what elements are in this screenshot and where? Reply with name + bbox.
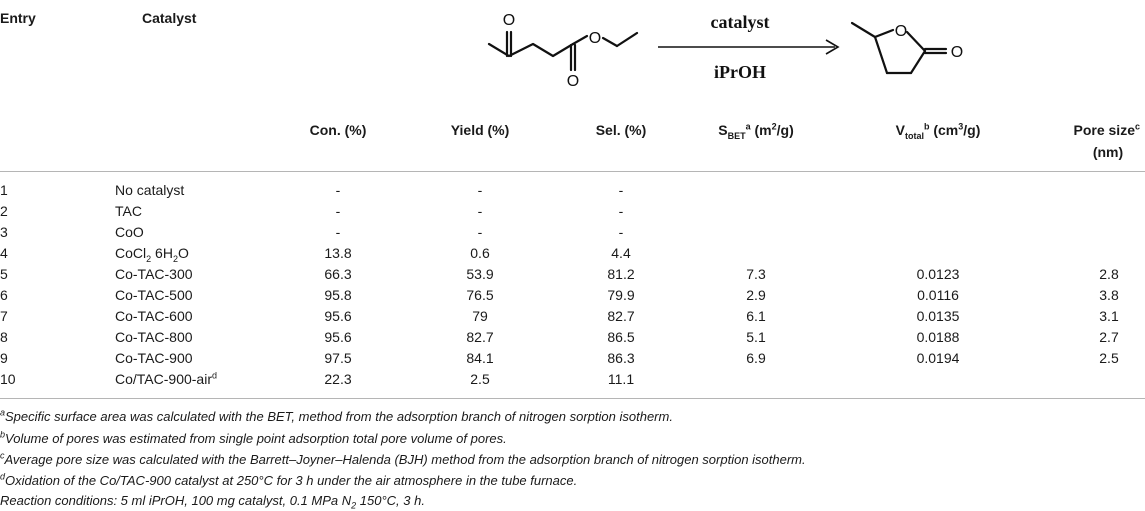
cell-con: - — [335, 224, 341, 240]
header-vtotal: Vtotalb (cm3/g) — [895, 121, 981, 141]
cell-sel: 86.3 — [607, 350, 635, 366]
cell-sel: 86.5 — [607, 329, 635, 345]
cell-sel: 4.4 — [611, 245, 631, 261]
cell-catalyst: Co-TAC-800 — [115, 329, 193, 345]
cell-entry: 2 — [0, 203, 8, 219]
cell-con: 13.8 — [324, 245, 352, 261]
cell-sel: - — [618, 182, 624, 198]
cell-con: 95.8 — [324, 287, 352, 303]
cell-entry: 9 — [0, 350, 8, 366]
cell-sbet: 7.3 — [746, 266, 766, 282]
cell-yield: 2.5 — [470, 371, 490, 387]
cell-entry: 5 — [0, 266, 8, 282]
cell-catalyst: Co-TAC-600 — [115, 308, 193, 324]
cell-vtotal: 0.0123 — [916, 266, 960, 282]
cell-catalyst: No catalyst — [115, 182, 185, 198]
cell-con: 97.5 — [324, 350, 352, 366]
cell-yield: 53.9 — [466, 266, 494, 282]
arrow-label-bottom: iPrOH — [714, 62, 766, 82]
cell-sel: - — [618, 224, 624, 240]
cell-entry: 8 — [0, 329, 8, 345]
table-bottom-rule — [0, 398, 1145, 399]
cell-yield: 0.6 — [470, 245, 490, 261]
cell-sel: 81.2 — [607, 266, 635, 282]
cell-yield: - — [477, 224, 483, 240]
cell-pore-size: 2.8 — [1099, 266, 1119, 282]
cell-yield: 82.7 — [466, 329, 494, 345]
arrow-label-top: catalyst — [711, 12, 770, 32]
cell-con: - — [335, 203, 341, 219]
atom-o-lactone: O — [951, 44, 963, 61]
header-pore-size: Pore sizec — [1073, 121, 1141, 138]
cell-yield: 84.1 — [466, 350, 494, 366]
cell-con: 22.3 — [324, 371, 352, 387]
cell-vtotal: 0.0194 — [916, 350, 960, 366]
cell-pore-size: 3.1 — [1099, 308, 1119, 324]
cell-sbet: 6.9 — [746, 350, 766, 366]
cell-pore-size: 3.8 — [1099, 287, 1119, 303]
cell-pore-size: 2.7 — [1099, 329, 1119, 345]
cell-yield: - — [477, 182, 483, 198]
cell-entry: 3 — [0, 224, 8, 240]
cell-sbet: 2.9 — [746, 287, 766, 303]
cell-catalyst: Co-TAC-300 — [115, 266, 193, 282]
cell-entry: 7 — [0, 308, 8, 324]
cell-vtotal: 0.0116 — [917, 287, 959, 303]
cell-vtotal: 0.0188 — [916, 329, 960, 345]
cell-entry: 6 — [0, 287, 8, 303]
cell-catalyst: Co/TAC-900-aird — [115, 370, 218, 387]
cell-catalyst: TAC — [115, 203, 142, 219]
cell-yield: 76.5 — [466, 287, 494, 303]
cell-entry: 10 — [0, 371, 16, 387]
cell-yield: - — [477, 203, 483, 219]
header-con: Con. (%) — [309, 122, 367, 138]
arrow-head-icon — [825, 39, 840, 55]
cell-catalyst: CoCl2 6H2O — [115, 245, 189, 264]
cell-catalyst: CoO — [115, 224, 144, 240]
cell-sel: 79.9 — [607, 287, 635, 303]
header-sel: Sel. (%) — [595, 122, 647, 138]
cell-entry: 4 — [0, 245, 8, 261]
cell-sel: 82.7 — [607, 308, 635, 324]
header-yield: Yield (%) — [450, 122, 510, 138]
header-sbet: SBETa (m2/g) — [718, 121, 794, 141]
ethyl-levulinate-structure — [487, 30, 639, 72]
footnote-conditions: Reaction conditions: 5 ml iPrOH, 100 mg … — [0, 493, 425, 511]
atom-o-carbonyl: O — [567, 73, 579, 90]
footnote-c: cAverage pore size was calculated with t… — [0, 450, 806, 467]
cell-sel: - — [618, 203, 624, 219]
cell-catalyst: Co-TAC-500 — [115, 287, 193, 303]
header-catalyst: Catalyst — [142, 10, 197, 26]
cell-yield: 79 — [472, 308, 488, 324]
footnote-d: dOxidation of the Co/TAC-900 catalyst at… — [0, 471, 578, 488]
footnote-a: aSpecific surface area was calculated wi… — [0, 407, 673, 424]
cell-con: 95.6 — [324, 329, 352, 345]
header-pore-unit: (nm) — [1092, 144, 1124, 160]
atom-o-ketone: O — [503, 12, 515, 29]
atom-o-ring: O — [895, 23, 907, 40]
cell-vtotal: 0.0135 — [916, 308, 960, 324]
cell-catalyst: Co-TAC-900 — [115, 350, 193, 366]
atom-o-ester: O — [589, 30, 601, 47]
header-rule — [0, 171, 1145, 172]
cell-pore-size: 2.5 — [1099, 350, 1119, 366]
cell-sbet: 5.1 — [746, 329, 766, 345]
cell-sel: 11.1 — [607, 371, 635, 387]
cell-con: 95.6 — [324, 308, 352, 324]
cell-con: - — [335, 182, 341, 198]
header-entry: Entry — [0, 10, 36, 26]
cell-entry: 1 — [0, 182, 8, 198]
cell-sbet: 6.1 — [746, 308, 766, 324]
gamma-valerolactone-structure — [850, 21, 948, 75]
reaction-scheme: O O O catalyst iPrOH O O — [487, 12, 963, 90]
cell-con: 66.3 — [324, 266, 352, 282]
footnote-b: bVolume of pores was estimated from sing… — [0, 429, 507, 446]
